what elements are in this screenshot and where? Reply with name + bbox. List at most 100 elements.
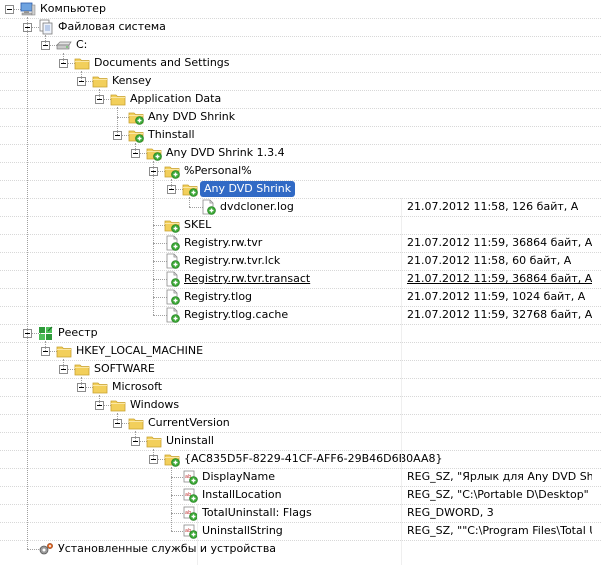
tree-row[interactable]: HKEY_LOCAL_MACHINE	[0, 343, 601, 361]
tree-row[interactable]: CurrentVersion	[0, 415, 601, 433]
collapse-toggle[interactable]	[5, 5, 14, 14]
tree-item-label[interactable]: Реестр	[58, 326, 98, 339]
tree-item-label[interactable]: Documents and Settings	[94, 56, 230, 69]
tree-item-value: REG_SZ, "Ярлык для Any DVD Shrink"	[407, 470, 592, 483]
tree-connector	[153, 279, 167, 280]
tree-item-value: REG_SZ, "C:\Portable D\Desktop"	[407, 488, 589, 501]
tree-item-label[interactable]: SKEL	[184, 218, 212, 231]
folder-icon	[110, 397, 126, 413]
tree-guide	[99, 89, 100, 99]
tree-connector	[99, 99, 113, 100]
svg-text:ab: ab	[185, 510, 191, 516]
tree-item-label[interactable]: Thinstall	[148, 128, 195, 141]
tree-guide	[63, 359, 64, 369]
tree-row[interactable]: Установленные службы и устройства	[0, 541, 601, 559]
file-add-icon	[164, 271, 180, 287]
tree-item-label[interactable]: InstallLocation	[202, 488, 282, 501]
tree-item-label[interactable]: Application Data	[130, 92, 222, 105]
filesystem-icon	[38, 19, 54, 35]
tree-item-label[interactable]: DisplayName	[202, 470, 275, 483]
tree-item-label[interactable]: %Personal%	[184, 164, 252, 177]
tree-row[interactable]: Компьютер	[0, 1, 601, 19]
tree-item-label[interactable]: Any DVD Shrink	[200, 181, 296, 197]
tree-item-label[interactable]: Registry.rw.tvr	[184, 236, 263, 249]
tree-item-label[interactable]: UninstallString	[202, 524, 283, 537]
tree-guide	[189, 197, 190, 207]
tree-connector	[171, 495, 185, 496]
tree-item-label[interactable]: CurrentVersion	[148, 416, 230, 429]
drive-icon	[56, 37, 72, 53]
file-add-icon	[200, 199, 216, 215]
tree-item-label[interactable]: Компьютер	[40, 2, 106, 15]
folder-icon	[74, 361, 90, 377]
tree-connector	[153, 243, 167, 244]
tree-connector	[153, 261, 167, 262]
folder-icon	[74, 55, 90, 71]
tree-row[interactable]: C:	[0, 37, 601, 55]
tree-item-label[interactable]: Установленные службы и устройства	[58, 542, 277, 555]
tree-row[interactable]: Kensey	[0, 73, 601, 91]
tree-connector	[189, 207, 203, 208]
tree-connector	[117, 135, 131, 136]
tree-item-label[interactable]: Uninstall	[166, 434, 214, 447]
tree-row[interactable]: Documents and Settings	[0, 55, 601, 73]
tree-item-label[interactable]: Registry.rw.tvr.lck	[184, 254, 281, 267]
tree-row[interactable]: {AC835D5F-8229-41CF-AFF6-29B46D6B0AA8}	[0, 451, 601, 469]
tree-row[interactable]: Uninstall	[0, 433, 601, 451]
tree-item-label[interactable]: Kensey	[112, 74, 152, 87]
tree-item-label[interactable]: Windows	[130, 398, 180, 411]
tree-row[interactable]: SKEL	[0, 217, 601, 235]
tree-row[interactable]: %Personal%	[0, 163, 601, 181]
folder-icon	[56, 343, 72, 359]
tree-item-label[interactable]: TotalUninstall: Flags	[202, 506, 312, 519]
tree-row[interactable]: Реестр	[0, 325, 601, 343]
file-add-icon	[164, 235, 180, 251]
tree-row[interactable]: Any DVD Shrink	[0, 109, 601, 127]
folder-add-icon	[164, 163, 180, 179]
tree-item-label[interactable]: SOFTWARE	[94, 362, 155, 375]
tree-item-label[interactable]: Any DVD Shrink	[148, 110, 236, 123]
svg-text:ab: ab	[185, 474, 191, 480]
tree-item-label[interactable]: HKEY_LOCAL_MACHINE	[76, 344, 204, 357]
tree-row[interactable]: Any DVD Shrink	[0, 181, 601, 199]
folder-add-icon	[182, 181, 198, 197]
tree-item-label[interactable]: Registry.tlog	[184, 290, 253, 303]
tree-row[interactable]: Файловая система	[0, 19, 601, 37]
tree-guide	[81, 71, 82, 81]
tree-row[interactable]: SOFTWARE	[0, 361, 601, 379]
tree-row[interactable]: ab DisplayName REG_SZ, "Ярлык для Any DVD…	[0, 469, 601, 487]
tree-guide	[153, 449, 154, 459]
reg-value-add-icon: ab	[182, 505, 198, 521]
tree-guide	[45, 35, 46, 45]
tree-item-label[interactable]: Файловая система	[58, 20, 166, 33]
tree-row[interactable]: Microsoft	[0, 379, 601, 397]
tree-connector	[81, 387, 95, 388]
tree-item-label[interactable]: {AC835D5F-8229-41CF-AFF6-29B46D6B0AA8}	[184, 452, 443, 465]
tree-row[interactable]: Application Data	[0, 91, 601, 109]
tree-item-label[interactable]: Any DVD Shrink 1.3.4	[166, 146, 285, 159]
file-add-icon	[164, 253, 180, 269]
tree-row[interactable]: Windows	[0, 397, 601, 415]
tree-item-label[interactable]: Registry.tlog.cache	[184, 308, 289, 321]
tree-item-value: REG_DWORD, 3	[407, 506, 494, 519]
tree-row[interactable]: ab TotalUninstall: Flags REG_DWORD, 3	[0, 505, 601, 523]
tree-connector	[27, 333, 41, 334]
tree-item-label[interactable]: Registry.rw.tvr.transact	[184, 272, 311, 285]
tree-row[interactable]: Thinstall	[0, 127, 601, 145]
tree-item-label[interactable]: C:	[76, 38, 88, 51]
tree-row[interactable]: Any DVD Shrink 1.3.4	[0, 145, 601, 163]
file-add-icon	[164, 289, 180, 305]
tree-item-label[interactable]: dvdcloner.log	[220, 200, 294, 213]
tree-item-label[interactable]: Microsoft	[112, 380, 163, 393]
tree-connector	[171, 531, 185, 532]
computer-icon	[20, 1, 36, 17]
